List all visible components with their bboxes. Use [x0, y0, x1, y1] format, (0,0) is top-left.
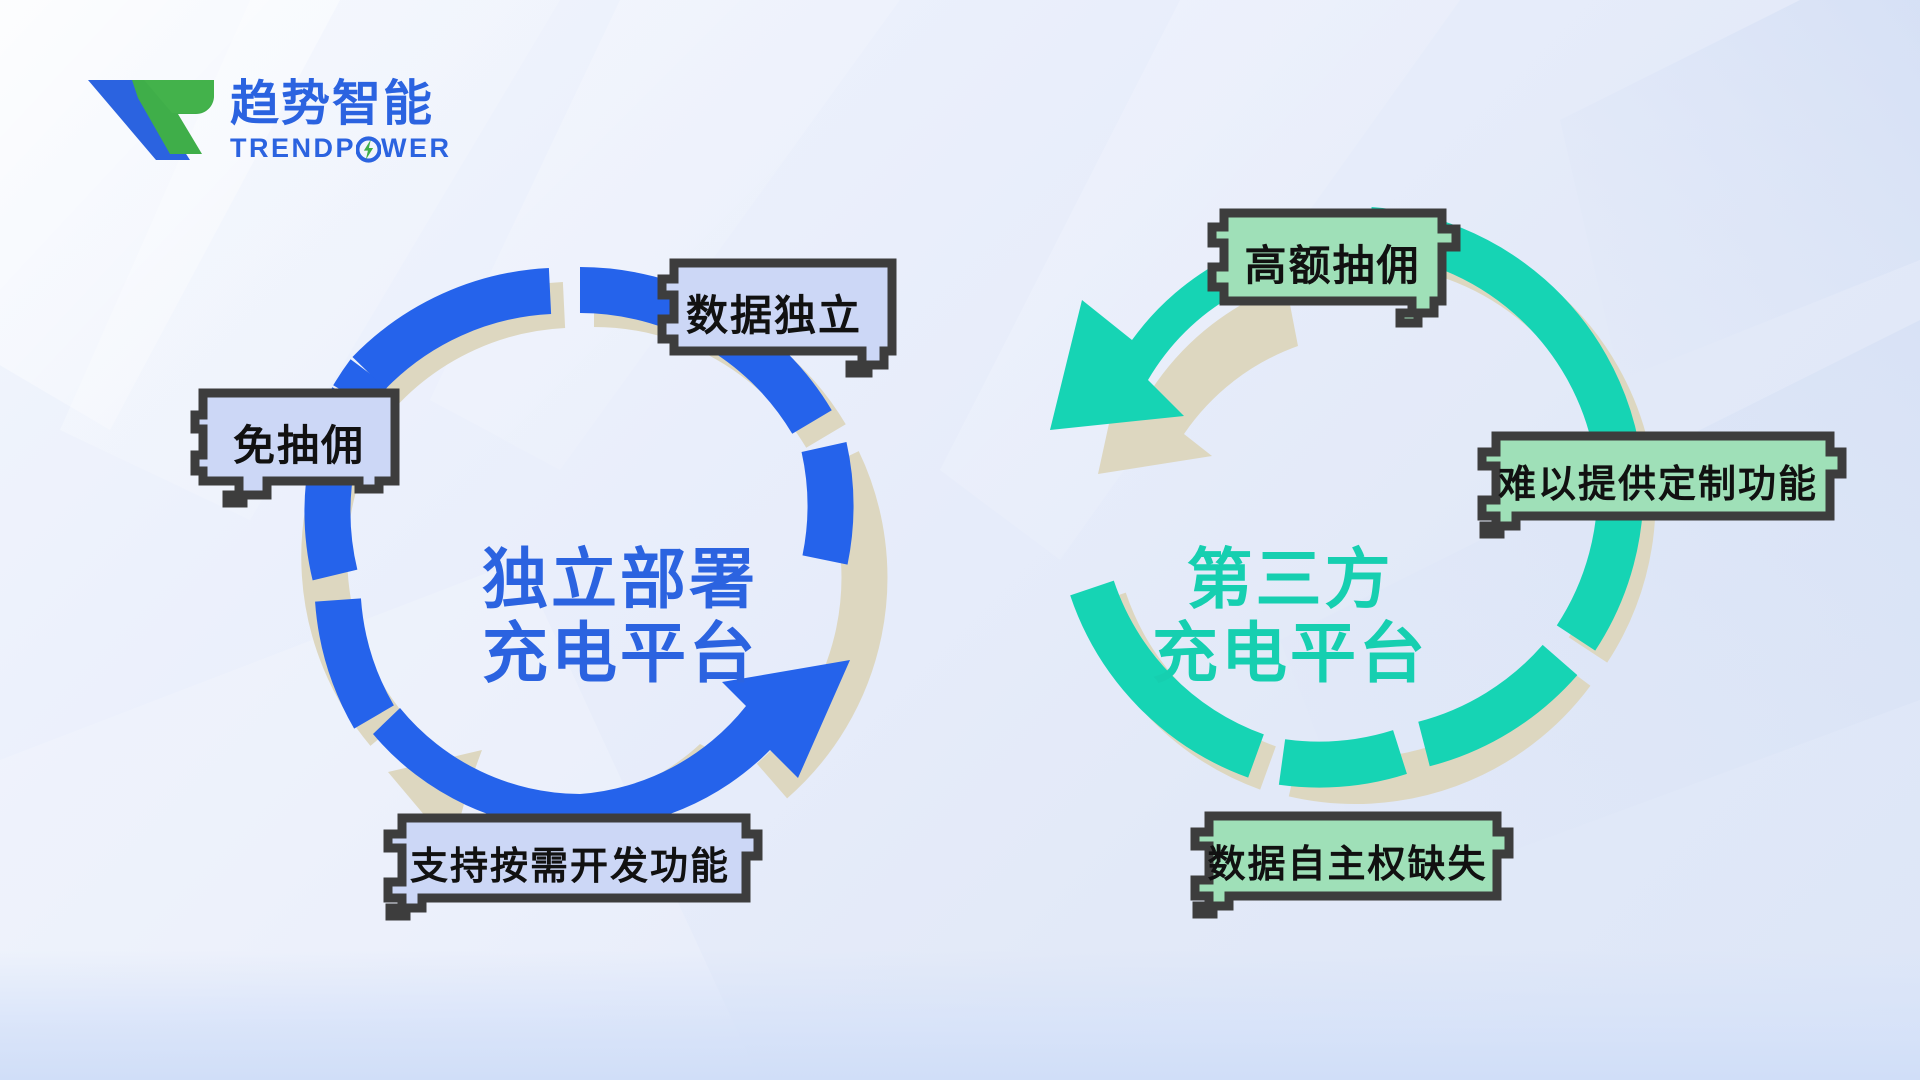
bubble-shape-on-demand-dev	[383, 813, 763, 921]
lightning-bolt-icon	[356, 135, 382, 163]
bubble-shape-free-commission	[190, 388, 400, 508]
label-data-sovereignty-loss[interactable]: 数据自主权缺失	[1175, 810, 1520, 920]
label-free-commission-text: 免抽佣	[232, 421, 365, 470]
right-cycle-title: 第三方 充电平台	[1152, 541, 1428, 692]
label-high-commission-text: 高额抽佣	[1244, 241, 1421, 290]
label-on-demand-dev[interactable]: 支持按需开发功能	[370, 812, 770, 922]
label-hard-custom-text: 难以提供定制功能	[1497, 461, 1818, 506]
brand-name-en-part2: WER	[381, 132, 452, 163]
label-free-commission[interactable]: 免抽佣	[183, 385, 415, 510]
brand-logo: 趋势智能 TRENDP WER	[86, 74, 452, 166]
bubble-shape-data-sovereignty-loss	[1190, 811, 1514, 919]
label-hard-custom[interactable]: 难以提供定制功能	[1462, 430, 1854, 540]
bottom-gradient-band	[0, 950, 1920, 1080]
label-on-demand-dev-text: 支持按需开发功能	[409, 843, 730, 888]
brand-name-cn: 趋势智能	[230, 74, 435, 132]
label-data-sovereignty-loss-text: 数据自主权缺失	[1207, 841, 1488, 886]
label-data-independent-text: 数据独立	[685, 291, 862, 340]
brand-name-en: TRENDP WER	[230, 132, 452, 163]
bubble-shape-data-independent	[657, 258, 897, 378]
bubble-shape-high-commission	[1207, 208, 1461, 328]
bubble-shape-hard-custom	[1477, 431, 1847, 539]
label-data-independent[interactable]: 数据独立	[636, 255, 912, 380]
label-high-commission[interactable]: 高额抽佣	[1190, 205, 1475, 330]
brand-name-en-part1: TRENDP	[230, 132, 357, 163]
trendpower-v-logo-icon	[88, 80, 214, 160]
left-cycle-title: 独立部署 充电平台	[482, 541, 758, 692]
brand-logo-text: 趋势智能 TRENDP WER	[230, 74, 452, 163]
